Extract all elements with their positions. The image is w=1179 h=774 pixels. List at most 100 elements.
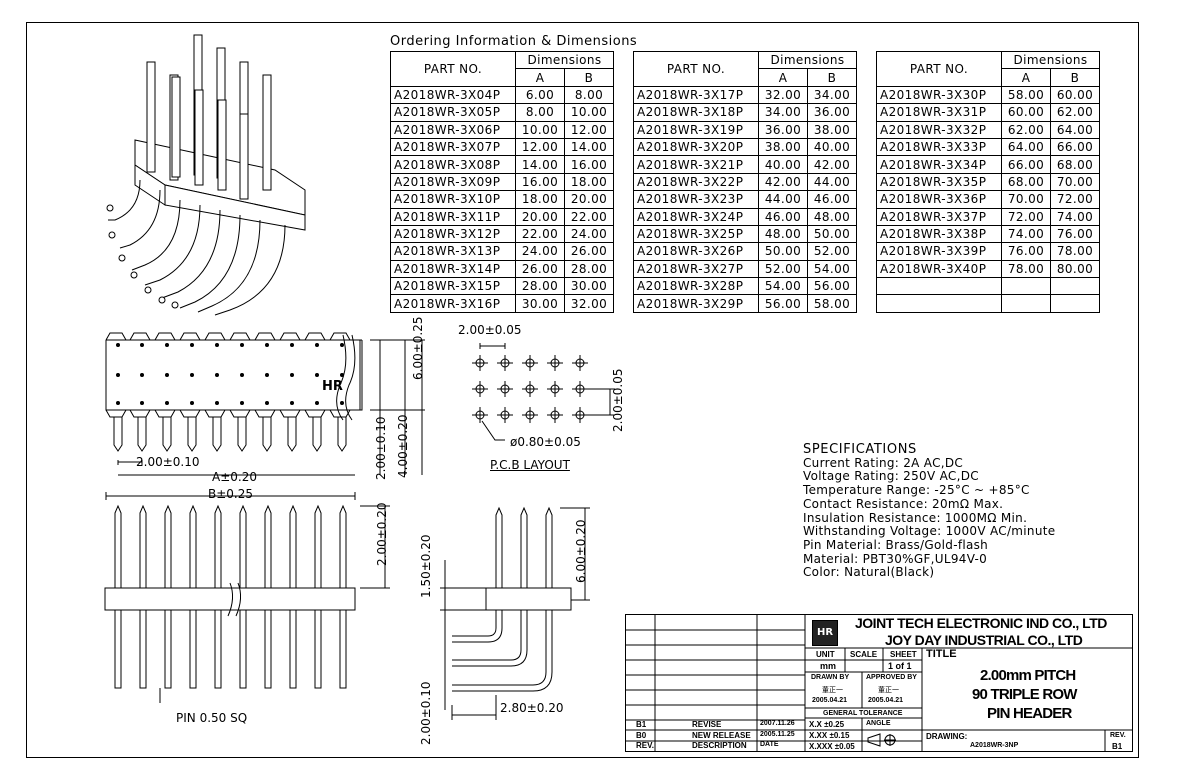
company-logo: HR bbox=[812, 620, 838, 646]
dim-a-value: 14.00 bbox=[515, 155, 565, 174]
dim-b-value bbox=[1050, 294, 1100, 313]
part-row bbox=[876, 294, 1100, 313]
unit-value: mm bbox=[820, 661, 837, 671]
pcb-layout-label: P.C.B LAYOUT bbox=[490, 458, 570, 472]
dim-a-value: 42.00 bbox=[758, 172, 808, 192]
part-number: A2018WR-3X07P bbox=[390, 137, 516, 157]
unit-label: UNIT bbox=[816, 650, 835, 659]
sheet-label: SHEET bbox=[890, 650, 917, 659]
dim-b-value: 54.00 bbox=[807, 259, 857, 279]
part-number: A2018WR-3X10P bbox=[390, 190, 516, 209]
rev-date: DATE bbox=[760, 741, 779, 748]
dim-b-value: 30.00 bbox=[564, 277, 614, 296]
drawn-date: 2005.04.21 bbox=[812, 697, 848, 704]
part-no-header: PART NO. bbox=[633, 51, 759, 87]
front-view-drawing bbox=[105, 332, 425, 476]
rev-description: REVISE bbox=[692, 720, 722, 729]
part-number: A2018WR-3X04P bbox=[390, 85, 516, 105]
company-name-2: JOY DAY INDUSTRIAL CO., LTD bbox=[885, 632, 1083, 648]
part-number: A2018WR-3X35P bbox=[876, 172, 1002, 192]
spec-line: Current Rating: 2A AC,DC bbox=[803, 455, 964, 470]
side-h-dim: 2.80±0.20 bbox=[500, 701, 564, 715]
part-number: A2018WR-3X19P bbox=[633, 120, 759, 139]
dim-b-value: 38.00 bbox=[807, 120, 857, 139]
dim-a-value: 62.00 bbox=[1001, 120, 1051, 139]
pin-size-label: PIN 0.50 SQ bbox=[176, 711, 248, 725]
dim-b-value: 12.00 bbox=[564, 120, 614, 139]
angle-label: ANGLE bbox=[866, 720, 891, 727]
part-number: A2018WR-3X26P bbox=[633, 242, 759, 261]
title-line-1: 2.00mm PITCH bbox=[980, 667, 1076, 684]
dim-b-value: 14.00 bbox=[564, 137, 614, 157]
approved-by-label: APPROVED BY bbox=[866, 674, 917, 681]
drawing-label: DRAWING: bbox=[926, 732, 968, 741]
part-number: A2018WR-3X29P bbox=[633, 294, 759, 313]
spec-line: Contact Resistance: 20mΩ Max. bbox=[803, 496, 1004, 511]
dim-a-value: 46.00 bbox=[758, 207, 808, 226]
part-number: A2018WR-3X18P bbox=[633, 103, 759, 122]
angle-symbol bbox=[867, 733, 896, 747]
dim-a-value: 70.00 bbox=[1001, 190, 1051, 209]
part-number: A2018WR-3X09P bbox=[390, 172, 516, 192]
ordering-title: Ordering Information & Dimensions bbox=[390, 34, 638, 49]
part-number: A2018WR-3X12P bbox=[390, 224, 516, 244]
part-number: A2018WR-3X21P bbox=[633, 155, 759, 174]
dim-a-value: 8.00 bbox=[515, 103, 565, 122]
spec-line: Withstanding Voltage: 1000V AC/minute bbox=[803, 524, 1056, 539]
spec-line: Voltage Rating: 250V AC,DC bbox=[803, 469, 979, 484]
dim-b-value: 44.00 bbox=[807, 172, 857, 192]
rev-description: DESCRIPTION bbox=[692, 741, 747, 750]
spec-line: Pin Material: Brass/Gold-flash bbox=[803, 537, 989, 552]
dimensions-header: Dimensions bbox=[515, 50, 614, 70]
hole-diameter-dim: ø0.80±0.05 bbox=[510, 435, 581, 449]
spec-line: Temperature Range: -25°C ~ +85°C bbox=[803, 483, 1030, 498]
part-number: A2018WR-3X15P bbox=[390, 277, 516, 296]
drawn-by-label: DRAWN BY bbox=[811, 674, 850, 681]
front-b-dim: B±0.25 bbox=[208, 487, 254, 501]
rev-code: B0 bbox=[636, 731, 647, 740]
tolerance-3: X.XXX ±0.05 bbox=[809, 742, 855, 751]
spec-line: Insulation Resistance: 1000MΩ Min. bbox=[803, 510, 1028, 525]
rev-code: REV. bbox=[636, 741, 654, 750]
approved-by-signature: 董正一 bbox=[878, 687, 899, 694]
scale-label: SCALE bbox=[850, 650, 878, 659]
part-number: A2018WR-3X25P bbox=[633, 224, 759, 244]
dim-b-value: 18.00 bbox=[564, 172, 614, 192]
dim-a-value: 24.00 bbox=[515, 242, 565, 261]
part-number: A2018WR-3X06P bbox=[390, 120, 516, 139]
part-no-header: PART NO. bbox=[876, 51, 1002, 87]
part-number: A2018WR-3X37P bbox=[876, 207, 1002, 226]
dim-a-value: 30.00 bbox=[515, 294, 565, 313]
pcb-layout-drawing bbox=[472, 343, 615, 441]
part-number: A2018WR-3X24P bbox=[633, 207, 759, 226]
dim-a-value: 26.00 bbox=[515, 259, 565, 279]
part-number: A2018WR-3X16P bbox=[390, 294, 516, 313]
front-a-dim: A±0.20 bbox=[212, 470, 257, 484]
part-row bbox=[876, 277, 1100, 296]
title-line-3: PIN HEADER bbox=[987, 705, 1072, 722]
part-number: A2018WR-3X28P bbox=[633, 277, 759, 296]
dim-a-value: 58.00 bbox=[1001, 85, 1051, 105]
part-no-header: PART NO. bbox=[390, 51, 516, 87]
hr-logo-mark: HR bbox=[322, 379, 343, 394]
title-line-2: 90 TRIPLE ROW bbox=[972, 686, 1077, 703]
specifications-heading: SPECIFICATIONS bbox=[803, 442, 917, 457]
